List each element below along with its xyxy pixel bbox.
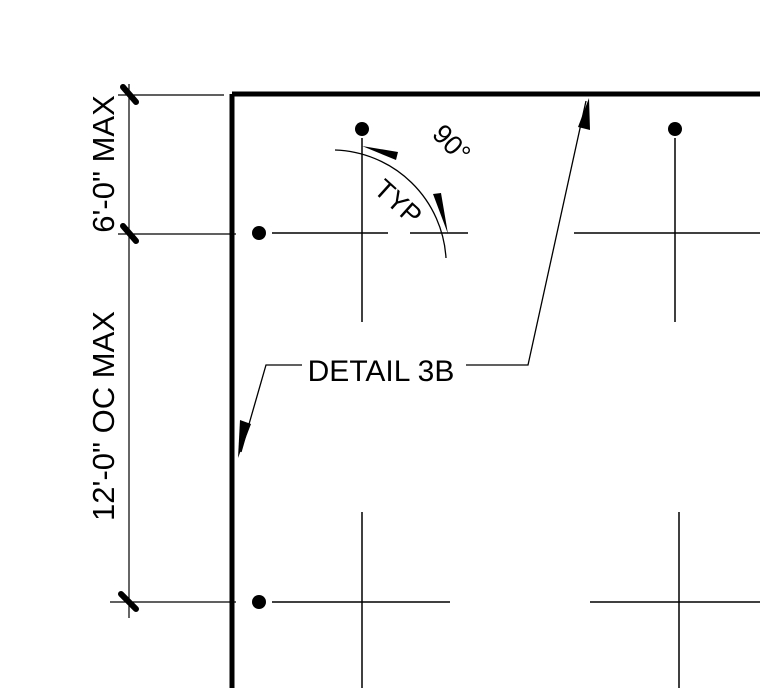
angle-arrowhead-right: [433, 193, 448, 234]
leader-arrowhead-right: [578, 98, 590, 130]
dimension-line-vertical: [110, 84, 236, 618]
post-dot: [355, 122, 369, 136]
post-dot: [252, 226, 266, 240]
dimension-tick-top: [120, 84, 139, 105]
angle-arc: [334, 149, 447, 259]
dimension-text-top: 6'-0" MAX: [86, 95, 121, 233]
post-dot: [668, 122, 682, 136]
dimension-tick-middle: [120, 223, 139, 244]
building-edge: [229, 91, 760, 688]
angle-arrowhead-left: [362, 146, 398, 160]
leader-line-left: [240, 364, 302, 453]
dimension-text-bottom: 12'-0" OC MAX: [86, 311, 121, 521]
leader-line-right: [466, 100, 587, 366]
dimension-ticks: [118, 84, 139, 612]
post-markers: [252, 122, 682, 609]
detail-callout-text: DETAIL 3B: [308, 355, 455, 388]
leader-arrowhead-left: [238, 420, 251, 458]
dimension-tick-bottom: [118, 591, 139, 612]
detail-callout-leaders: [238, 98, 590, 458]
grid-crosshairs: [272, 138, 760, 688]
post-dot: [252, 595, 266, 609]
angle-dimension: [334, 146, 448, 259]
